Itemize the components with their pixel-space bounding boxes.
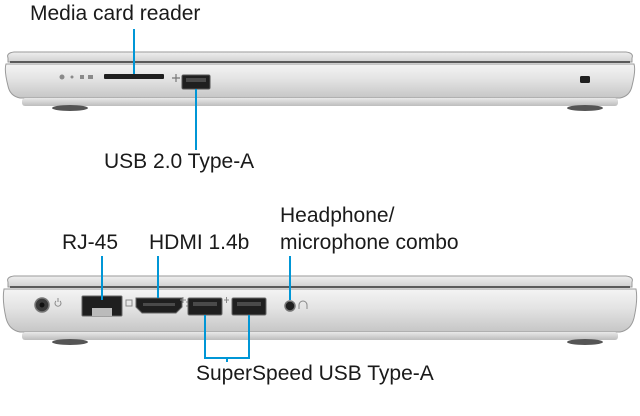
- rj45-label: RJ-45: [62, 231, 119, 254]
- lid-seam: [10, 286, 630, 288]
- usb3-port-2-tongue: [237, 302, 261, 306]
- rubber-foot: [567, 105, 603, 111]
- base-bottom-edge: [22, 98, 618, 106]
- base-bottom-edge: [22, 332, 618, 340]
- lock-slot-icon: [580, 76, 590, 83]
- ethernet-icon: [125, 299, 133, 307]
- usb-symbol-icon: [172, 74, 180, 82]
- power-jack-center: [39, 302, 45, 308]
- status-light: [88, 75, 93, 79]
- media-card-reader-label: Media card reader: [30, 2, 201, 25]
- callout-lines-top: [133, 29, 197, 150]
- laptop-side-view-bottom: [2, 256, 638, 362]
- laptop-base: [4, 63, 636, 99]
- usb3-port-1-tongue: [193, 302, 217, 306]
- rubber-foot: [567, 339, 603, 345]
- status-light: [70, 75, 74, 79]
- indicator-lights: [59, 74, 93, 80]
- usb2-port-tongue: [186, 78, 206, 82]
- audio-jack: [284, 300, 296, 312]
- callout-lines-bottom: [101, 256, 291, 362]
- headset-icon: [298, 300, 308, 309]
- usb3-port-2: [231, 297, 267, 316]
- power-icon: [54, 298, 62, 307]
- laptop-side-view-top: [4, 29, 636, 150]
- lid-seam: [10, 61, 630, 63]
- usb-symbol-icon: [180, 297, 186, 303]
- power-icon: [59, 74, 65, 80]
- media-card-slot: [104, 74, 164, 79]
- headphone-label-line2: microphone combo: [280, 231, 459, 254]
- rj45-port-recess: [92, 308, 112, 316]
- usb2-label: USB 2.0 Type-A: [104, 150, 255, 173]
- usb3-port-1: [187, 297, 223, 316]
- headphone-label-line1: Headphone/: [280, 204, 395, 227]
- status-light: [80, 75, 84, 79]
- rubber-foot: [52, 339, 88, 345]
- hdmi-label: HDMI 1.4b: [149, 231, 250, 254]
- superspeed-usb-label: SuperSpeed USB Type-A: [196, 362, 434, 385]
- hdmi-port-tongue: [143, 303, 175, 306]
- usb-symbol-icon: [224, 297, 229, 303]
- rubber-foot: [52, 105, 88, 111]
- laptop-lid: [7, 51, 633, 63]
- laptop-lid: [7, 275, 633, 288]
